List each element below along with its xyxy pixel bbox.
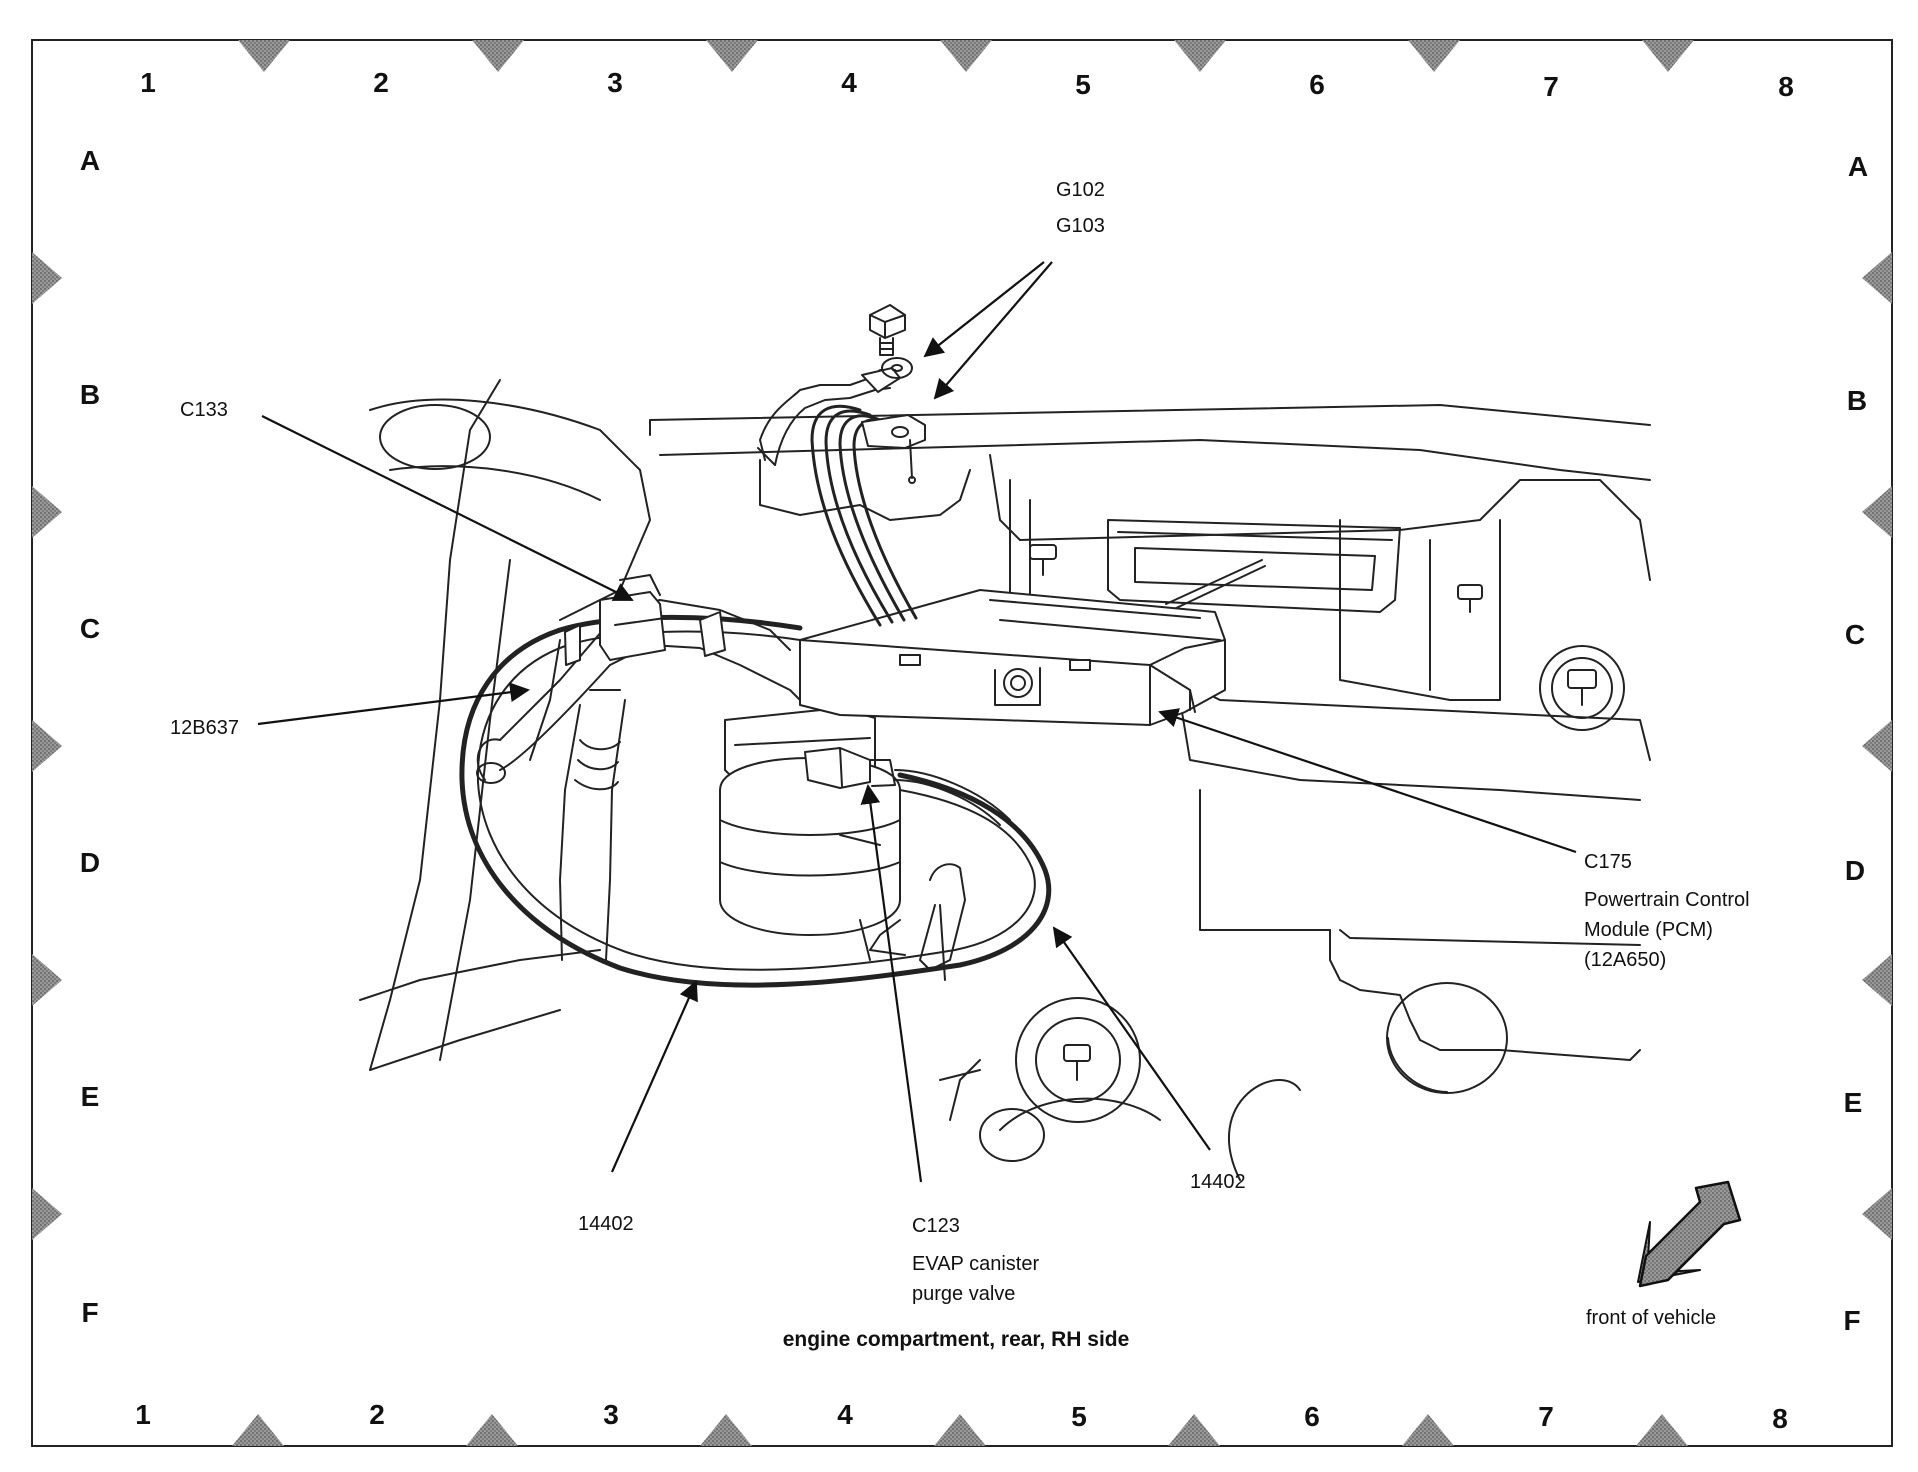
ground-wire-upper xyxy=(759,369,896,461)
col-label-6: 6 xyxy=(1309,69,1325,100)
zone-markers-right xyxy=(1862,252,1892,1240)
zone-markers-top xyxy=(238,40,1694,72)
mounting-stud xyxy=(1539,645,1625,731)
leader-14402-right xyxy=(1052,926,1211,1151)
col-label-bottom-2: 2 xyxy=(369,1399,385,1430)
strut-tower-cap xyxy=(1386,982,1508,1094)
leader-g103 xyxy=(933,261,1053,400)
col-label-8: 8 xyxy=(1778,71,1794,102)
ground-stud xyxy=(1015,997,1141,1123)
leader-c123 xyxy=(860,784,923,1183)
col-label-bottom-1: 1 xyxy=(135,1399,151,1430)
callout-c133: C133 xyxy=(180,399,228,421)
body-opening xyxy=(379,404,491,470)
connector-c133 xyxy=(564,574,726,666)
row-label-d: D xyxy=(80,847,100,878)
leader-c133 xyxy=(261,415,634,601)
ground-wire-bundle xyxy=(810,404,882,627)
leader-c175 xyxy=(1158,708,1577,854)
col-label-7: 7 xyxy=(1543,71,1559,102)
callout-14402-right: 14402 xyxy=(1190,1171,1246,1193)
leader-14402-left xyxy=(610,980,698,1173)
callout-pcm-line2: Module (PCM) xyxy=(1584,919,1713,941)
mounting-bolt xyxy=(1029,544,1057,576)
engine-compartment-illustration xyxy=(359,304,1651,1181)
ground-bolt-icon xyxy=(869,304,906,356)
row-labels-left: A B C D E F xyxy=(80,145,100,1328)
col-label-3: 3 xyxy=(607,67,623,98)
col-label-1: 1 xyxy=(140,67,156,98)
leader-g102 xyxy=(923,261,1045,358)
col-label-bottom-6: 6 xyxy=(1304,1401,1320,1432)
row-label-right-d: D xyxy=(1845,855,1865,886)
callout-leaders xyxy=(257,261,1577,1183)
zone-markers-left xyxy=(32,252,62,1240)
callout-evap-line1: EVAP canister xyxy=(912,1253,1039,1275)
column-labels-bottom: 1 2 3 4 5 6 7 8 xyxy=(135,1399,1788,1434)
callout-c175: C175 xyxy=(1584,851,1632,873)
col-label-5: 5 xyxy=(1075,69,1091,100)
row-label-a: A xyxy=(80,145,100,176)
wiring-harness-14402 xyxy=(459,614,1052,988)
row-label-right-e: E xyxy=(1844,1087,1863,1118)
col-label-4: 4 xyxy=(841,67,857,98)
callout-g103: G103 xyxy=(1056,215,1105,237)
row-label-right-c: C xyxy=(1845,619,1865,650)
diagram-caption: engine compartment, rear, RH side xyxy=(783,1328,1130,1351)
callout-c123: C123 xyxy=(912,1215,960,1237)
callout-g102: G102 xyxy=(1056,179,1105,201)
callout-14402-left: 14402 xyxy=(578,1213,634,1235)
col-label-bottom-5: 5 xyxy=(1071,1401,1087,1432)
callout-pcm-line3: (12A650) xyxy=(1584,949,1666,971)
column-labels-top: 1 2 3 4 5 6 7 8 xyxy=(140,67,1794,102)
row-label-c: C xyxy=(80,613,100,644)
pcm-connector-socket xyxy=(1107,519,1401,613)
col-label-bottom-8: 8 xyxy=(1772,1403,1788,1434)
leader-12b637 xyxy=(257,682,530,726)
row-label-right-b: B xyxy=(1847,385,1867,416)
callout-12b637: 12B637 xyxy=(170,717,239,739)
callout-pcm-line1: Powertrain Control xyxy=(1584,889,1750,911)
front-direction-arrow-icon xyxy=(1637,1180,1742,1288)
col-label-2: 2 xyxy=(373,67,389,98)
row-label-b: B xyxy=(80,379,100,410)
zone-markers-bottom xyxy=(232,1414,1688,1446)
diagram-frame xyxy=(31,39,1893,1447)
mounting-bolt xyxy=(1457,584,1483,613)
row-label-right-f: F xyxy=(1843,1305,1860,1336)
powertrain-control-module xyxy=(799,589,1226,726)
row-label-right-a: A xyxy=(1848,151,1868,182)
col-label-bottom-4: 4 xyxy=(837,1399,853,1430)
col-label-bottom-3: 3 xyxy=(603,1399,619,1430)
callout-evap-line2: purge valve xyxy=(912,1283,1015,1305)
col-label-bottom-7: 7 xyxy=(1538,1401,1554,1432)
row-labels-right: A B C D E F xyxy=(1843,151,1868,1336)
front-of-vehicle-label: front of vehicle xyxy=(1586,1307,1716,1329)
evap-canister-purge-valve xyxy=(719,707,966,981)
row-label-f: F xyxy=(81,1297,98,1328)
row-label-e: E xyxy=(81,1081,100,1112)
